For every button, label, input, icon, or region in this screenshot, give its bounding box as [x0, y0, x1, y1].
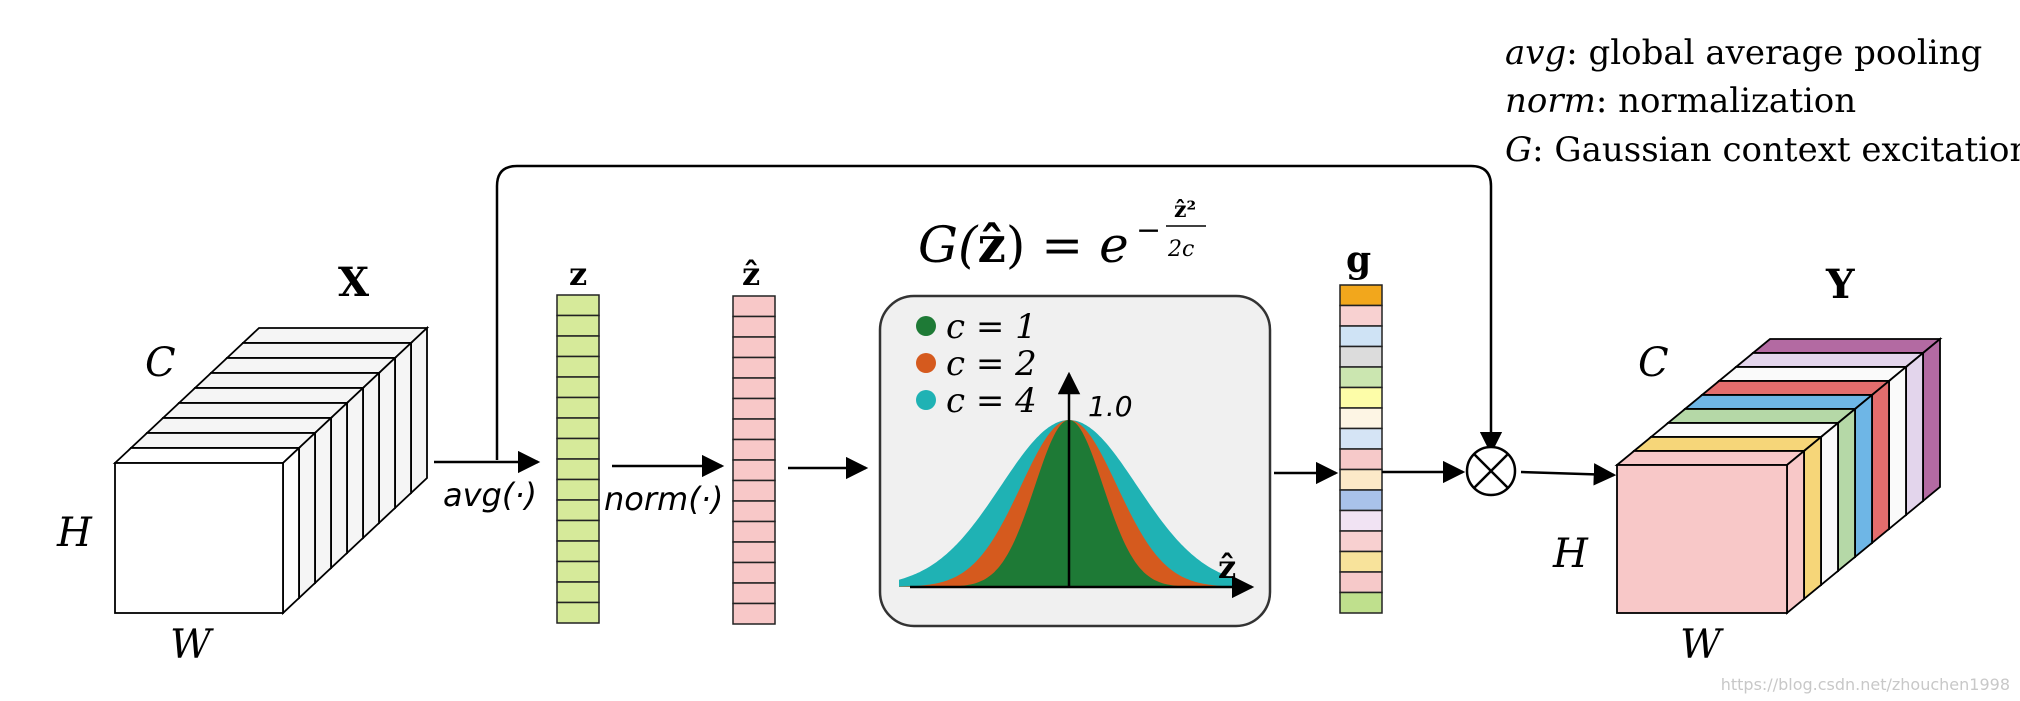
vector-cell — [556, 376, 600, 399]
output-title: Y — [1825, 261, 1855, 308]
vector-cell — [1339, 591, 1383, 614]
vector-cell — [732, 582, 776, 605]
vector-cell — [1339, 530, 1383, 553]
peak-label: 1.0 — [1088, 390, 1133, 423]
vector-cell — [1339, 509, 1383, 532]
legend-line-avg: avg: global average pooling — [1505, 33, 1982, 73]
vector-cell — [556, 540, 600, 563]
zhat-label: ẑ — [742, 255, 760, 293]
axis-label: ẑ — [1218, 548, 1236, 586]
vector-cell — [732, 520, 776, 543]
legend-dot-c2 — [916, 353, 936, 373]
input-w-label: W — [170, 622, 214, 668]
vector-cell — [732, 315, 776, 338]
norm-op-label: norm(·) — [604, 480, 723, 518]
multiply-icon — [1465, 445, 1517, 497]
output-w-label: W — [1680, 622, 1724, 668]
vector-cell — [732, 500, 776, 523]
vector-cell — [556, 294, 600, 317]
vector-cell — [732, 541, 776, 564]
vector-cell — [556, 437, 600, 460]
vector-cell — [1339, 571, 1383, 594]
vector-cell — [1339, 427, 1383, 450]
vector-cell — [556, 519, 600, 542]
svg-text:ẑ²: ẑ² — [1174, 197, 1196, 223]
vector-cell — [732, 479, 776, 502]
vector-cell — [732, 602, 776, 625]
legend-dot-c4 — [916, 390, 936, 410]
vector-cell — [556, 601, 600, 624]
vector-cell — [556, 417, 600, 440]
output-c-label: C — [1638, 340, 1669, 386]
panel-legend: c = 1 c = 2 c = 4 — [916, 307, 1037, 421]
vector-cell — [556, 478, 600, 501]
skip-connection-arrow — [495, 164, 1503, 460]
input-h-label: H — [56, 510, 93, 556]
watermark: https://blog.csdn.net/zhouchen1998 — [1721, 675, 2010, 694]
vector-cell — [732, 336, 776, 359]
vector-cell — [1339, 366, 1383, 389]
legend-dot-c1 — [916, 316, 936, 336]
vector-cell — [1339, 448, 1383, 471]
vector-cell — [1339, 345, 1383, 368]
vector-cell — [1339, 386, 1383, 409]
vector-cell — [732, 438, 776, 461]
svg-text:2c: 2c — [1167, 237, 1194, 262]
legend-line-g: G: Gaussian context excitation — [1505, 130, 2020, 170]
vector-cell — [1339, 489, 1383, 512]
output-slice — [1614, 449, 1807, 615]
input-title: X — [338, 259, 369, 306]
top-legend: avg: global average pooling norm: normal… — [1505, 33, 2020, 170]
g-label: g — [1346, 239, 1371, 281]
g-vector — [1339, 284, 1383, 614]
output-feature-map — [1614, 337, 1943, 615]
svg-text:G(ẑ) = e: G(ẑ) = e — [918, 215, 1129, 274]
to-output-arrow — [1520, 463, 1617, 486]
vector-cell — [556, 458, 600, 481]
avg-op-label: avg(·) — [443, 476, 537, 514]
vector-cell — [556, 499, 600, 522]
zhat-vector — [732, 295, 776, 625]
legend-c4: c = 4 — [946, 381, 1037, 421]
vector-cell — [732, 561, 776, 584]
vector-cell — [732, 397, 776, 420]
vector-cell — [1339, 407, 1383, 430]
vector-cell — [732, 295, 776, 318]
vector-cell — [1339, 468, 1383, 491]
vector-cell — [556, 355, 600, 378]
z-vector — [556, 294, 600, 624]
legend-line-norm: norm: normalization — [1505, 81, 1856, 121]
vector-cell — [732, 356, 776, 379]
legend-c2: c = 2 — [946, 344, 1037, 384]
vector-cell — [1339, 304, 1383, 327]
legend-c1: c = 1 — [946, 307, 1037, 347]
input-feature-map — [112, 325, 430, 616]
vector-cell — [1339, 284, 1383, 307]
vector-cell — [1339, 325, 1383, 348]
z-label: z — [569, 255, 587, 293]
input-slice — [112, 445, 302, 616]
vector-cell — [732, 418, 776, 441]
output-h-label: H — [1552, 531, 1589, 577]
vector-cell — [556, 335, 600, 358]
input-c-label: C — [145, 340, 176, 386]
vector-cell — [556, 560, 600, 583]
vector-cell — [732, 377, 776, 400]
vector-cell — [732, 459, 776, 482]
svg-text:−: − — [1136, 213, 1161, 248]
gaussian-formula: G(ẑ) = e − ẑ² 2c — [918, 197, 1206, 274]
vector-cell — [556, 581, 600, 604]
vector-cell — [556, 314, 600, 337]
vector-cell — [556, 396, 600, 419]
vector-cell — [1339, 550, 1383, 573]
